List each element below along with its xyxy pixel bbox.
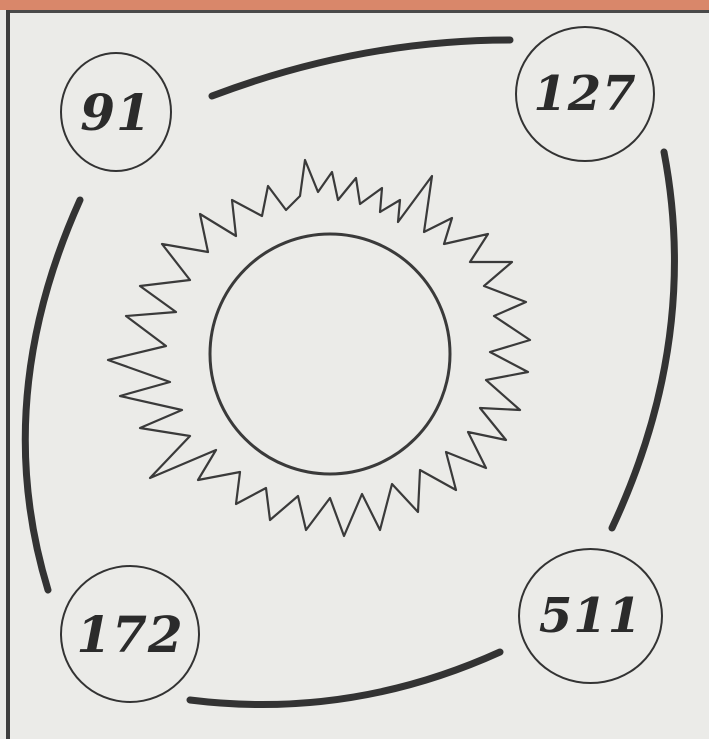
sun-disc [210, 234, 450, 474]
arc-right [612, 152, 674, 528]
arc-left [25, 200, 80, 590]
number-circle-bottom-right: 511 [518, 548, 663, 684]
number-circle-bottom-left: 172 [60, 565, 200, 703]
number-bottom-left: 172 [76, 605, 183, 664]
arc-bottom [190, 652, 500, 705]
arc-top [212, 40, 510, 96]
number-top-left: 91 [80, 83, 152, 142]
number-circle-top-left: 91 [60, 52, 172, 172]
sun-rays [108, 160, 530, 536]
number-bottom-right: 511 [539, 588, 642, 644]
number-circle-top-right: 127 [515, 26, 655, 162]
number-top-right: 127 [533, 66, 636, 122]
